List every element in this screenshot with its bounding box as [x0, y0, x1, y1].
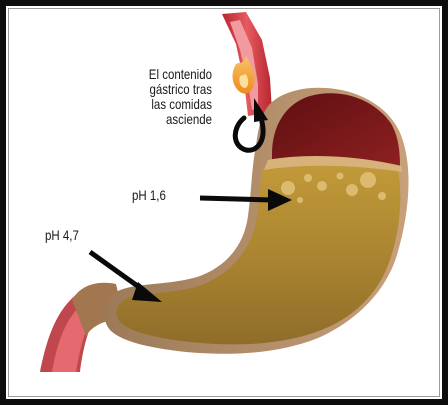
- acid-bubble: [346, 184, 358, 196]
- ph-lower-label: pH 4,7: [45, 228, 79, 243]
- acid-bubble: [360, 172, 376, 188]
- acid-bubble: [304, 174, 312, 182]
- reflux-label-line: El contenido: [120, 67, 212, 82]
- reflux-label-line: gástrico tras: [120, 82, 212, 97]
- ph-upper-arrow-shaft: [200, 198, 272, 200]
- reflux-label-line: las comidas: [120, 97, 212, 112]
- esophagus: [222, 12, 272, 116]
- acid-bubble: [337, 173, 344, 180]
- acid-bubble: [281, 181, 295, 195]
- stomach: [104, 88, 408, 354]
- acid-bubble: [378, 192, 386, 200]
- reflux-label: El contenido gástrico tras las comidas a…: [120, 67, 212, 127]
- acid-bubble: [297, 197, 303, 203]
- ph-upper-label: pH 1,6: [132, 188, 166, 203]
- acid-bubble: [317, 181, 327, 191]
- reflux-label-line: asciende: [120, 112, 212, 127]
